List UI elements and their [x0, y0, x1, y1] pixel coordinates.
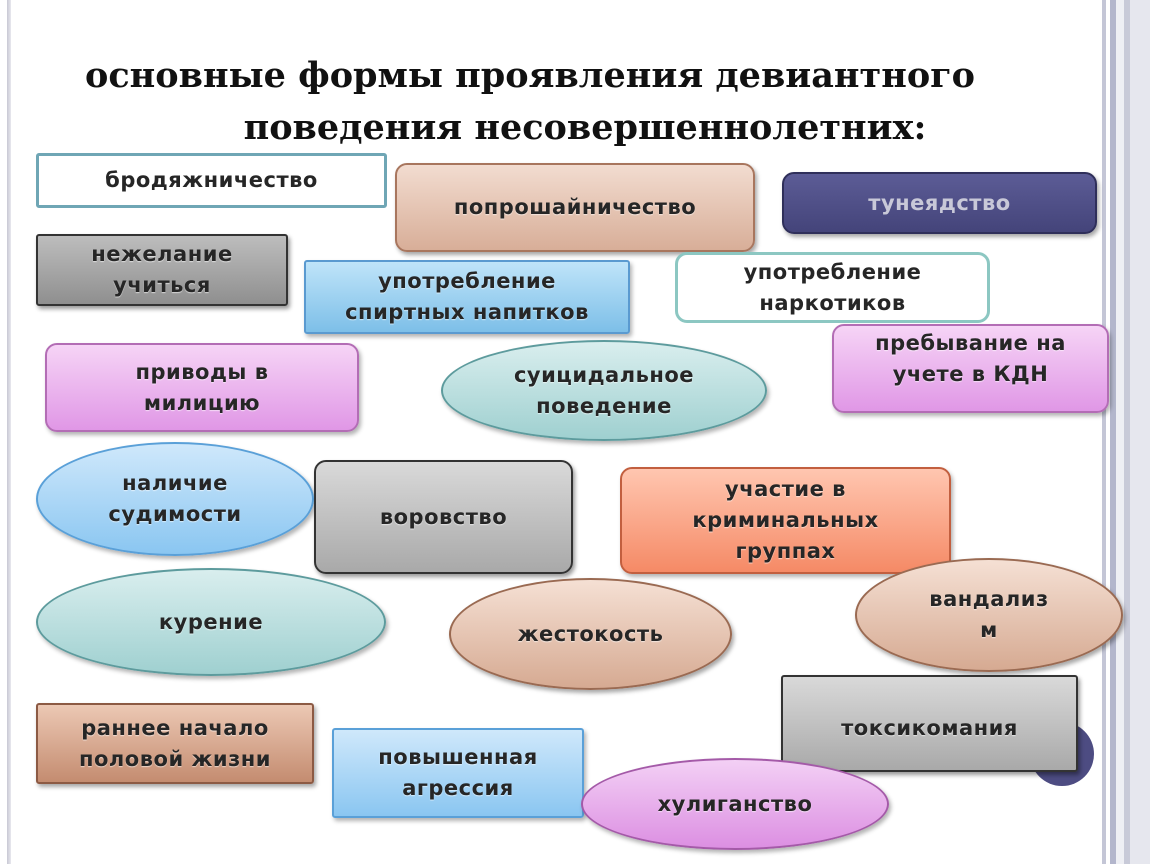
line-2: наркотиков — [759, 290, 906, 315]
form-criminal-record: наличие судимости — [36, 442, 314, 556]
line-1: нежелание — [91, 242, 233, 266]
line-2: милицию — [143, 390, 261, 415]
line-1: раннее начало — [81, 715, 269, 740]
line-1: хулиганство — [657, 791, 813, 816]
form-vagrancy: бродяжничество — [36, 153, 387, 208]
line-2: криминальных — [692, 508, 879, 532]
form-begging-label: попрошайничество — [453, 195, 697, 219]
line-1: токсикомания — [841, 716, 1018, 740]
form-vandalism: вандализ м — [855, 558, 1123, 672]
line-2: поведение — [536, 393, 672, 418]
line-1: пребывание на — [875, 331, 1066, 355]
form-hooliganism: хулиганство — [581, 758, 889, 850]
title-line-2: поведения несовершеннолетних: — [243, 107, 927, 148]
line-2: половой жизни — [78, 746, 272, 771]
form-early-sexual-life: раннее начало половой жизни — [36, 703, 314, 784]
line-2: м — [980, 618, 998, 642]
form-criminal-groups: участие в криминальных группах — [620, 467, 951, 574]
form-substance-abuse: токсикомания — [781, 675, 1078, 772]
slide-frame-right — [1100, 0, 1150, 864]
line-3: группах — [735, 539, 836, 563]
form-kdn-registration: пребывание на учете в КДН — [832, 324, 1109, 413]
line-1: участие в — [725, 477, 846, 501]
form-aggression: повышенная агрессия — [332, 728, 584, 818]
line-1: суицидальное — [513, 362, 695, 387]
form-parasitism-label: тунеядство — [868, 190, 1011, 215]
form-vagrancy-label: бродяжничество — [105, 168, 318, 192]
line-2: агрессия — [402, 776, 514, 800]
slide-title: основные формы проявления девиантного по… — [60, 50, 1000, 154]
form-drug-use: употребление наркотиков — [675, 252, 990, 323]
form-police-detentions: приводы в милицию — [45, 343, 359, 432]
form-unwilling-to-study: нежелание учиться — [36, 234, 288, 306]
line-1: курение — [158, 609, 264, 634]
title-line-1: основные формы проявления девиантного — [85, 55, 975, 96]
line-1: приводы в — [135, 359, 269, 384]
line-2: учиться — [113, 273, 211, 297]
form-cruelty: жестокость — [449, 578, 732, 690]
line-1: повышенная — [378, 745, 538, 769]
form-alcohol-use: употребление спиртных напитков — [304, 260, 630, 334]
line-1: вандализ — [929, 587, 1049, 611]
form-theft: воровство — [314, 460, 573, 574]
form-suicidal-behavior: суицидальное поведение — [441, 340, 767, 441]
line-1: воровство — [379, 504, 508, 529]
line-2: судимости — [108, 502, 242, 526]
slide-frame-left — [7, 0, 11, 864]
line-1: жестокость — [517, 621, 664, 646]
line-1: употребление — [743, 259, 922, 284]
form-smoking: курение — [36, 568, 386, 676]
line-1: наличие — [122, 471, 228, 495]
line-2: учете в КДН — [892, 362, 1049, 386]
form-begging: попрошайничество — [395, 163, 755, 252]
line-1: употребление — [378, 269, 556, 293]
line-2: спиртных напитков — [345, 300, 589, 324]
form-parasitism: тунеядство — [782, 172, 1097, 234]
